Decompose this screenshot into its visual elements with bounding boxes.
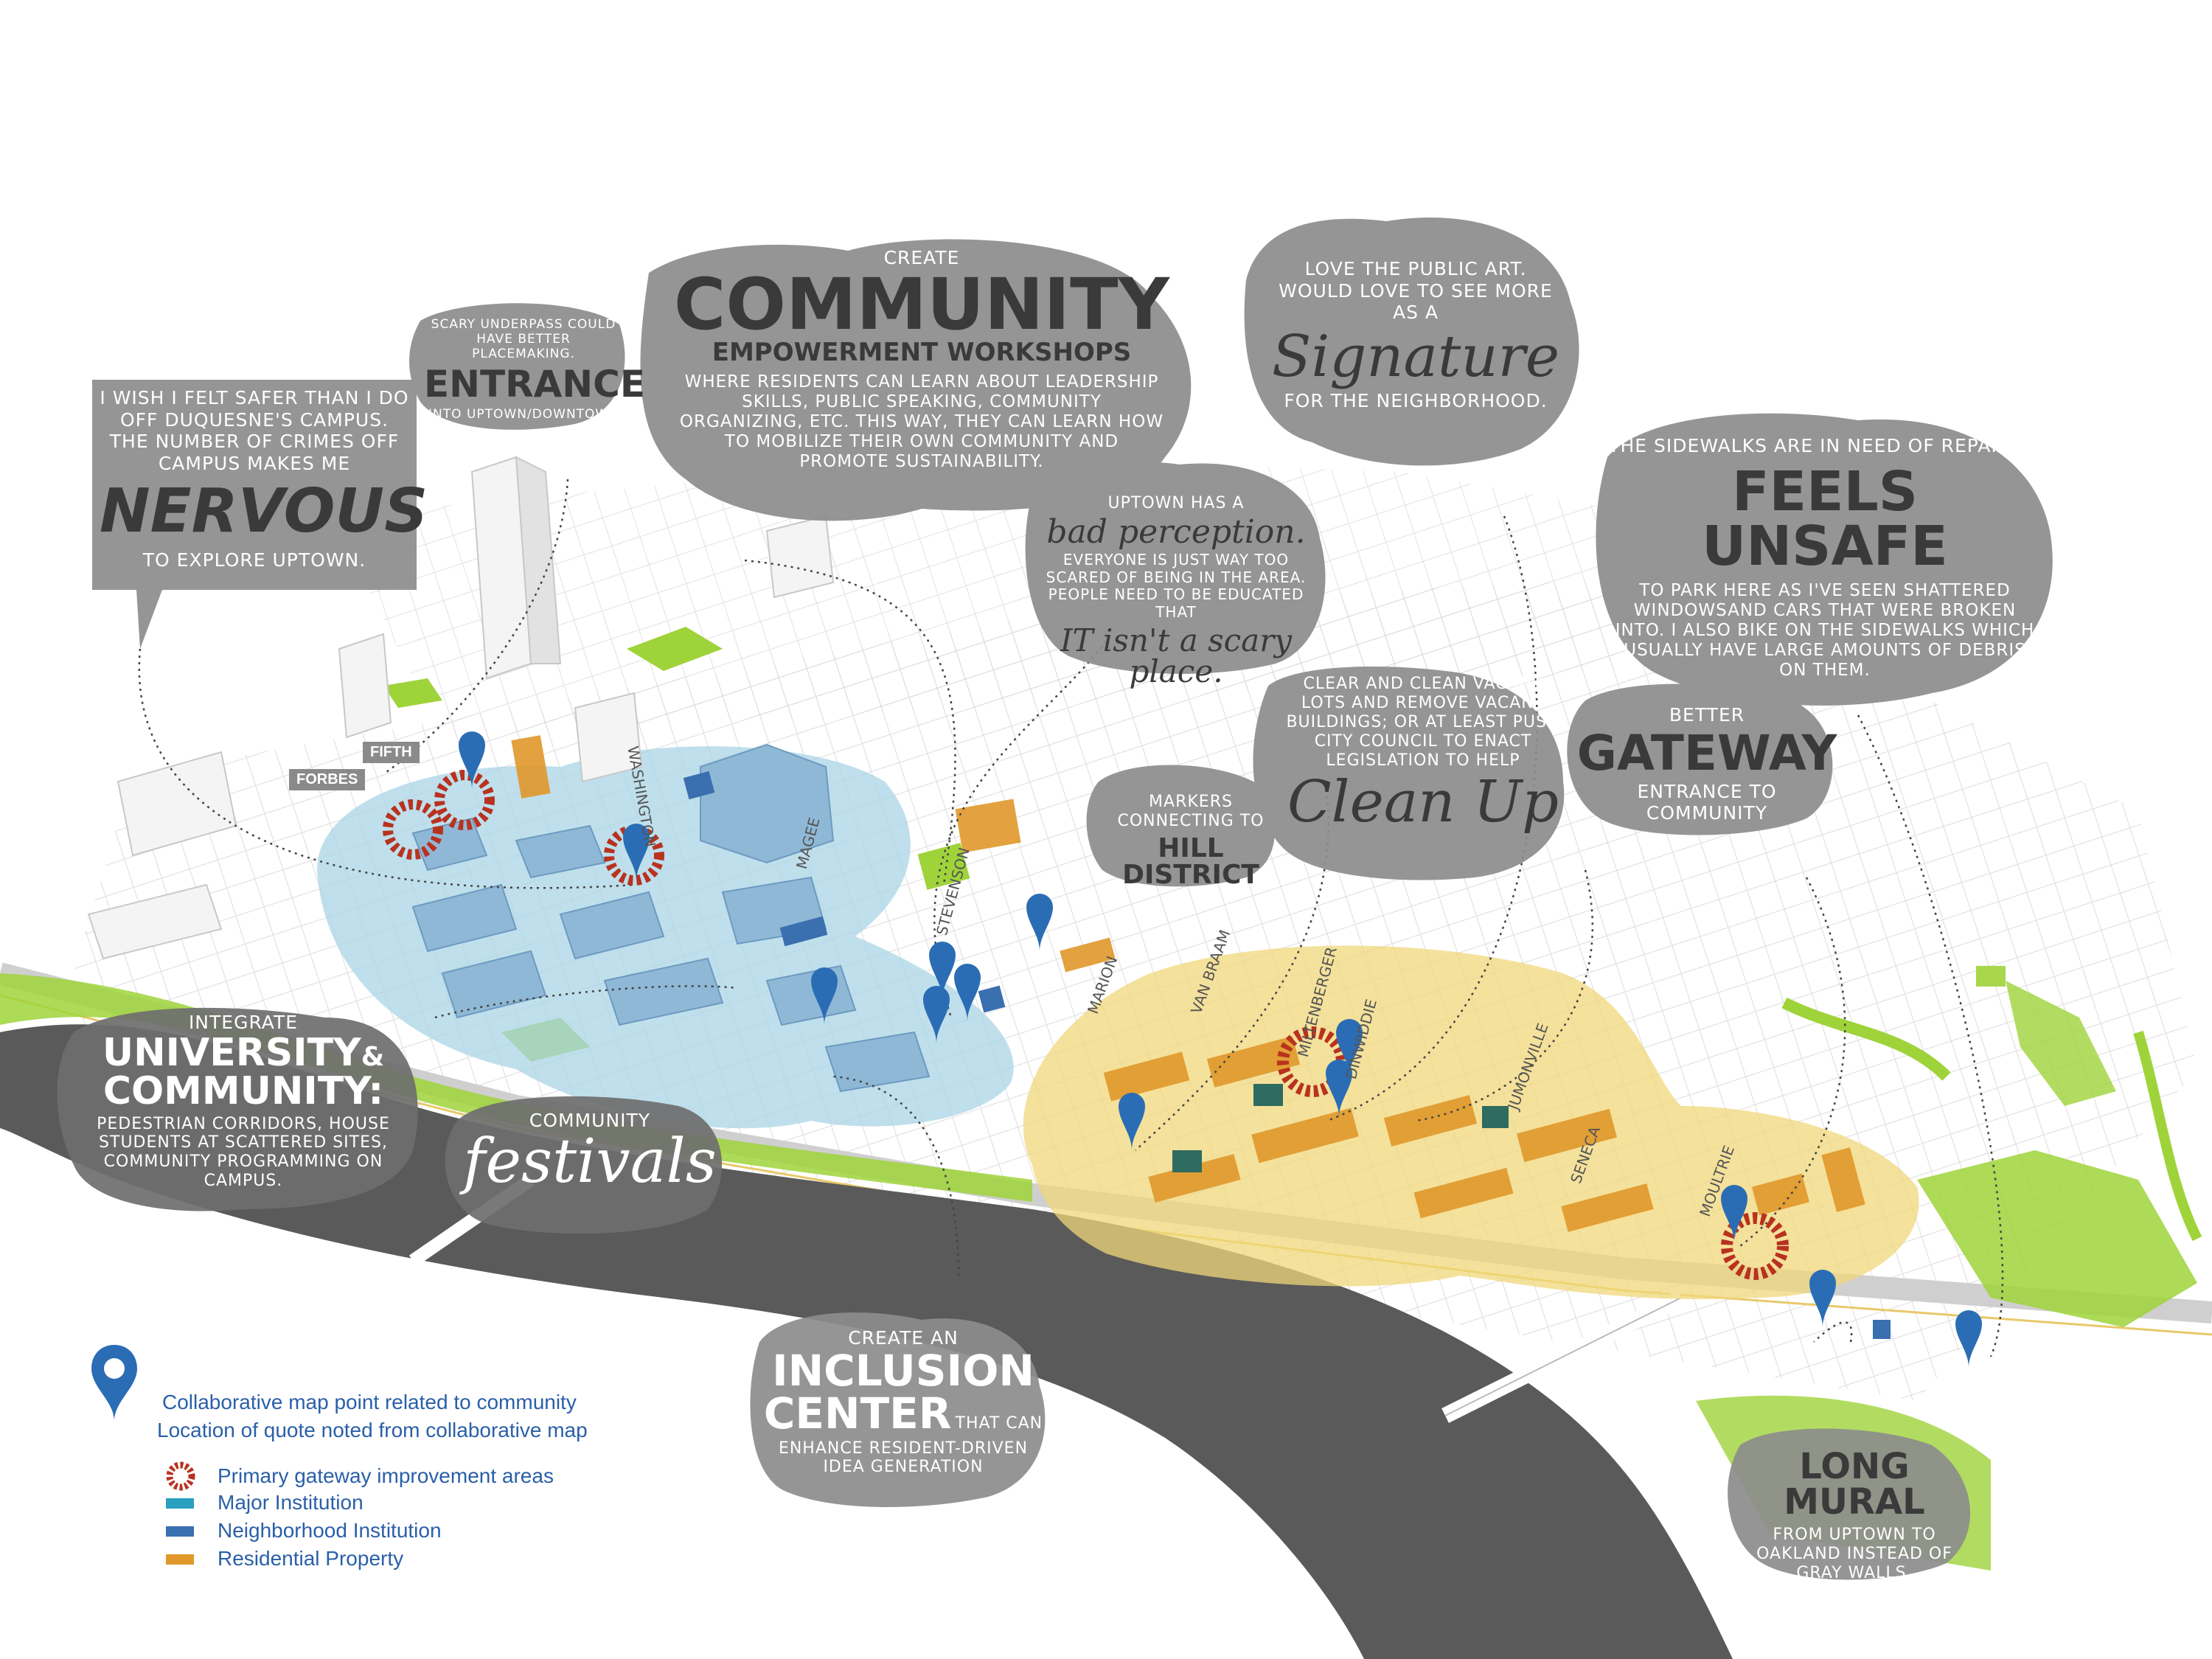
map-pin — [1026, 894, 1053, 951]
idea-ampersand: & — [361, 1041, 385, 1072]
map-pin — [923, 986, 950, 1043]
idea-headline: UNIVERSITY — [102, 1030, 361, 1075]
idea-script: festivals — [463, 1126, 717, 1197]
speech-bubble-shapes-dark — [57, 1007, 723, 1234]
idea-bubble-cleanup: CLEAR AND CLEAN VACANT LOTS AND REMOVE V… — [1279, 675, 1567, 831]
quote-text: TO PARK HERE AS I'VE SEEN SHATTERED WIND… — [1615, 580, 2035, 681]
idea-script: Clean Up — [1287, 768, 1559, 835]
legend-major-institution: Major Institution — [218, 1491, 364, 1514]
quote-text: THE SIDEWALKS ARE IN NEED OF REPAIR. IT — [1608, 435, 2042, 456]
quote-text: LOVE THE PUBLIC ART. WOULD LOVE TO SEE M… — [1279, 258, 1553, 323]
quote-bubble-perception: UPTOWN HAS A bad perception. EVERYONE IS… — [1029, 494, 1324, 687]
idea-text: BETTER — [1669, 704, 1745, 726]
neighborhood-institution-buildings — [683, 771, 1891, 1339]
residential-property-swatch — [166, 1554, 194, 1565]
idea-text: THAT CAN — [955, 1413, 1043, 1433]
quote-text: SCARY UNDERPASS COULD HAVE BETTER PLACEM… — [431, 317, 616, 362]
idea-text: CREATE — [883, 247, 960, 268]
legend-residential-property: Residential Property — [218, 1547, 404, 1570]
university-zone — [317, 746, 1014, 1129]
idea-text: WHERE RESIDENTS CAN LEARN ABOUT LEADERSH… — [679, 372, 1164, 472]
legend-gateway: Primary gateway improvement areas — [218, 1464, 554, 1487]
quote-headline: ENTRANCE — [424, 363, 645, 406]
vegetation-east — [1781, 966, 2202, 1327]
idea-text: COMMUNITY — [529, 1110, 651, 1131]
quote-script: Signature — [1271, 323, 1560, 390]
idea-text: ENTRANCE TO COMMUNITY — [1637, 780, 1777, 824]
idea-bubble-festivals: COMMUNITY festivals — [457, 1110, 723, 1192]
quote-script: IT isn't a scary place. — [1060, 622, 1293, 690]
idea-headline: COMMUNITY: — [102, 1068, 384, 1113]
green-roof-buildings — [1172, 1084, 1509, 1172]
connector-lines — [138, 479, 2004, 1357]
quote-text: INTO UPTOWN/DOWNTOWN — [428, 407, 619, 422]
idea-bubble-integrate: INTEGRATE UNIVERSITY& COMMUNITY: PEDESTR… — [66, 1012, 420, 1191]
idea-subheadline: EMPOWERMENT WORKSHOPS — [712, 337, 1132, 367]
quote-text: I WISH I FELT SAFER THAN I DO OFF DUQUES… — [100, 387, 409, 474]
map-pin — [954, 964, 981, 1021]
idea-text: INTEGRATE — [188, 1012, 299, 1033]
idea-bubble-long-mural: LONG MURAL FROM UPTOWN TO OAKLAND INSTEA… — [1736, 1449, 1972, 1583]
map-pin — [1336, 1019, 1363, 1077]
map-pin — [1326, 1060, 1352, 1117]
map-pin — [459, 731, 485, 789]
idea-text: ENHANCE RESIDENT-DRIVEN IDEA GENERATION — [778, 1439, 1029, 1477]
neighborhood-institution-swatch — [166, 1526, 194, 1537]
map-pin — [1955, 1310, 1982, 1368]
idea-text: PEDESTRIAN CORRIDORS, HOUSE STUDENTS AT … — [97, 1114, 390, 1191]
quote-text: TO EXPLORE UPTOWN. — [142, 549, 366, 571]
idea-headline: CENTER — [763, 1388, 952, 1439]
map-legend: Collaborative map point related to commu… — [85, 1342, 675, 1593]
idea-headline: HILL DISTRICT — [1122, 832, 1259, 890]
map-pins[interactable] — [459, 731, 1982, 1368]
map-pin — [1119, 1093, 1145, 1150]
idea-headline: LONG MURAL — [1784, 1446, 1925, 1523]
idea-bubble-hill-district: MARKERS CONNECTING TO HILL DISTRICT — [1099, 793, 1283, 888]
quote-bubble-entrance: SCARY UNDERPASS COULD HAVE BETTER PLACEM… — [424, 317, 645, 422]
map-pin — [1721, 1185, 1747, 1242]
idea-headline: GATEWAY — [1576, 724, 1837, 782]
quote-headline: FEELS UNSAFE — [1702, 459, 1948, 578]
legend-neighborhood-institution: Neighborhood Institution — [218, 1519, 442, 1542]
street-label-fifth: FIFTH — [363, 742, 420, 763]
idea-text: CREATE AN — [848, 1327, 959, 1349]
quote-text: EVERYONE IS JUST WAY TOO SCARED OF BEING… — [1046, 550, 1307, 621]
street-label-forbes: FORBES — [289, 769, 366, 790]
idea-headline: INCLUSION — [772, 1345, 1034, 1396]
speech-bubble-shapes — [92, 217, 2053, 1580]
idea-text: CLEAR AND CLEAN VACANT LOTS AND REMOVE V… — [1286, 675, 1560, 770]
quote-bubble-nervous: I WISH I FELT SAFER THAN I DO OFF DUQUES… — [100, 387, 428, 571]
idea-headline: COMMUNITY — [673, 262, 1170, 346]
idea-text: MARKERS CONNECTING TO — [1117, 793, 1265, 830]
downtown-buildings — [87, 456, 835, 960]
quote-text: UPTOWN HAS A — [1107, 494, 1245, 512]
idea-bubble-community-workshops: CREATE COMMUNITY EMPOWERMENT WORKSHOPS W… — [656, 247, 1187, 472]
major-institution-swatch — [166, 1498, 194, 1509]
idea-bubble-inclusion-center: CREATE AN INCLUSION CENTER THAT CAN ENHA… — [756, 1327, 1051, 1477]
map-pin — [811, 967, 838, 1025]
quote-bubble-signature: LOVE THE PUBLIC ART. WOULD LOVE TO SEE M… — [1268, 258, 1563, 411]
residential-buildings — [511, 735, 1865, 1232]
map-pin — [623, 824, 650, 881]
quote-headline: NERVOUS — [100, 476, 428, 546]
idea-bubble-gateway: BETTER GATEWAY ENTRANCE TO COMMUNITY — [1574, 704, 1840, 824]
map-pin — [929, 942, 956, 999]
idea-text: FROM UPTOWN TO OAKLAND INSTEAD OF GRAY W… — [1756, 1526, 1952, 1582]
gateway-ring-icon — [166, 1461, 195, 1491]
legend-pin-line1: Collaborative map point related to commu… — [162, 1391, 577, 1413]
quote-bubble-feels-unsafe: THE SIDEWALKS ARE IN NEED OF REPAIR. IT … — [1607, 435, 2042, 681]
monongahela-river — [0, 1024, 1733, 1659]
map-pin — [1809, 1270, 1836, 1327]
quote-text: FOR THE NEIGHBORHOOD. — [1284, 389, 1548, 411]
map-pin-icon — [91, 1345, 137, 1422]
quote-script: bad perception. — [1046, 512, 1306, 551]
legend-pin-line2: Location of quote noted from collaborati… — [157, 1419, 588, 1441]
